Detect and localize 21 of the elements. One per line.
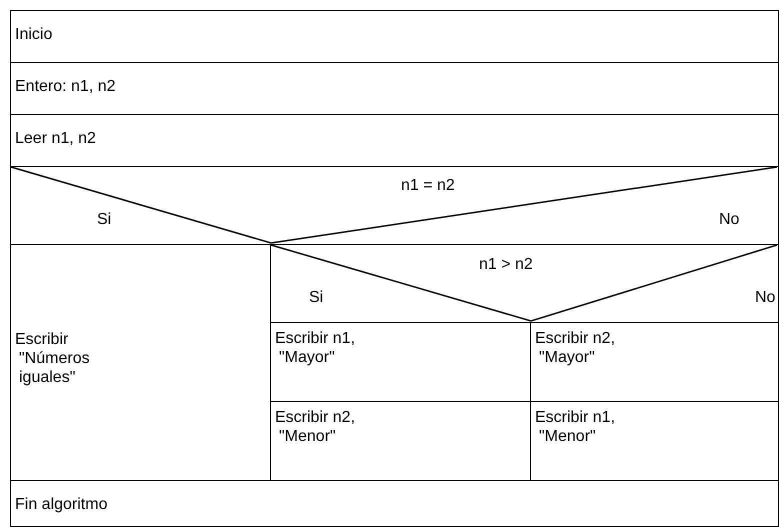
process-block	[10, 62, 779, 115]
branch-label: Si	[309, 288, 324, 307]
statement-text: Escribir "Números iguales"	[15, 330, 91, 387]
decision-block	[270, 244, 779, 323]
statement-text: Escribir n1, "Mayor"	[275, 329, 356, 367]
condition-text: n1 > n2	[479, 255, 533, 274]
statement-text: Escribir n1, "Menor"	[535, 408, 616, 446]
branch-label: No	[755, 288, 776, 307]
decision-block	[10, 166, 779, 245]
process-block	[10, 480, 779, 527]
process-block	[10, 114, 779, 167]
statement-text: Inicio	[15, 25, 52, 44]
branch-label: No	[719, 210, 740, 229]
statement-text: Escribir n2, "Menor"	[275, 408, 356, 446]
statement-text: Leer n1, n2	[15, 129, 96, 148]
process-block	[10, 10, 779, 63]
statement-text: Fin algoritmo	[15, 495, 108, 514]
branch-label: Si	[97, 210, 112, 229]
statement-text: Entero: n1, n2	[15, 77, 116, 96]
condition-text: n1 = n2	[401, 176, 455, 195]
statement-text: Escribir n2, "Mayor"	[535, 329, 616, 367]
